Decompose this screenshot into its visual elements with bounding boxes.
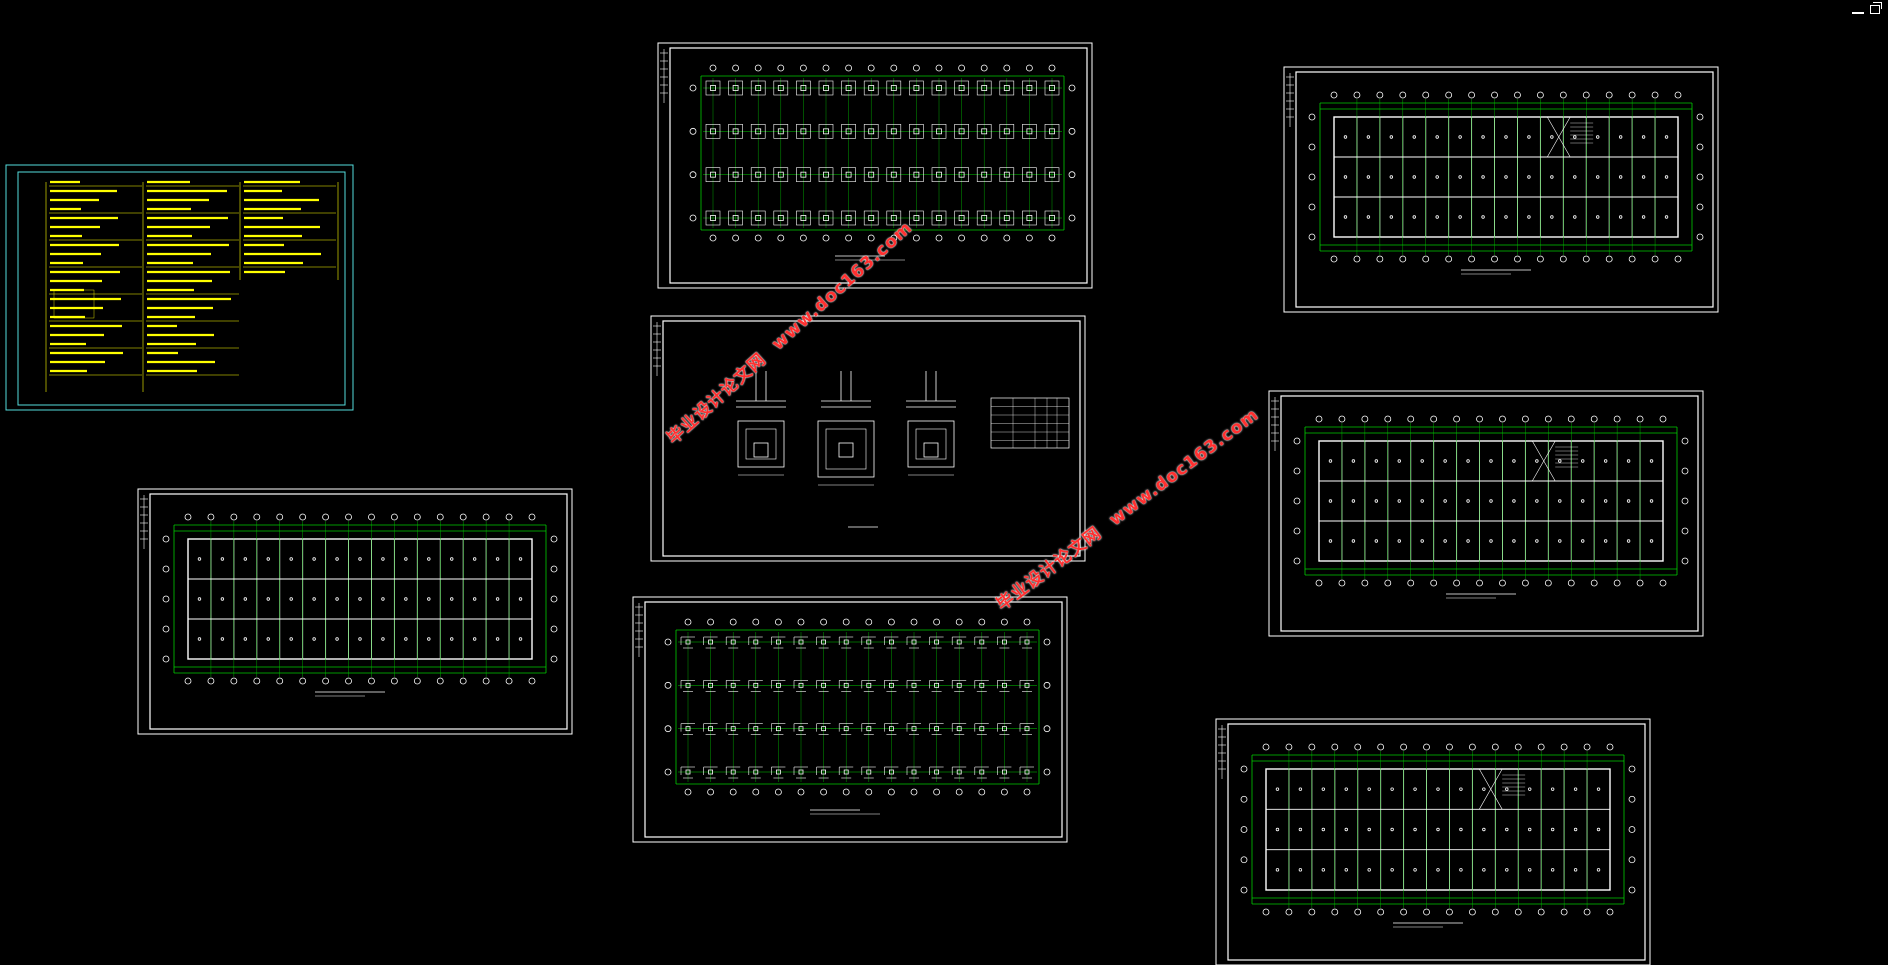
sheet-design-notes[interactable]: [5, 164, 354, 411]
restore-icon[interactable]: [1870, 2, 1882, 14]
minimize-icon[interactable]: [1852, 8, 1864, 14]
sheet-floor-plan-4[interactable]: [1215, 718, 1651, 965]
sheet-column-plan[interactable]: [632, 596, 1068, 843]
sheet-floor-plan-2[interactable]: [1283, 66, 1719, 313]
sheet-floor-plan-3[interactable]: [1268, 390, 1704, 637]
sheet-floor-plan-1[interactable]: [137, 488, 573, 735]
sheet-foundation-plan[interactable]: [657, 42, 1093, 289]
sheet-foundation-details[interactable]: [650, 315, 1086, 562]
window-controls: [1852, 2, 1882, 14]
